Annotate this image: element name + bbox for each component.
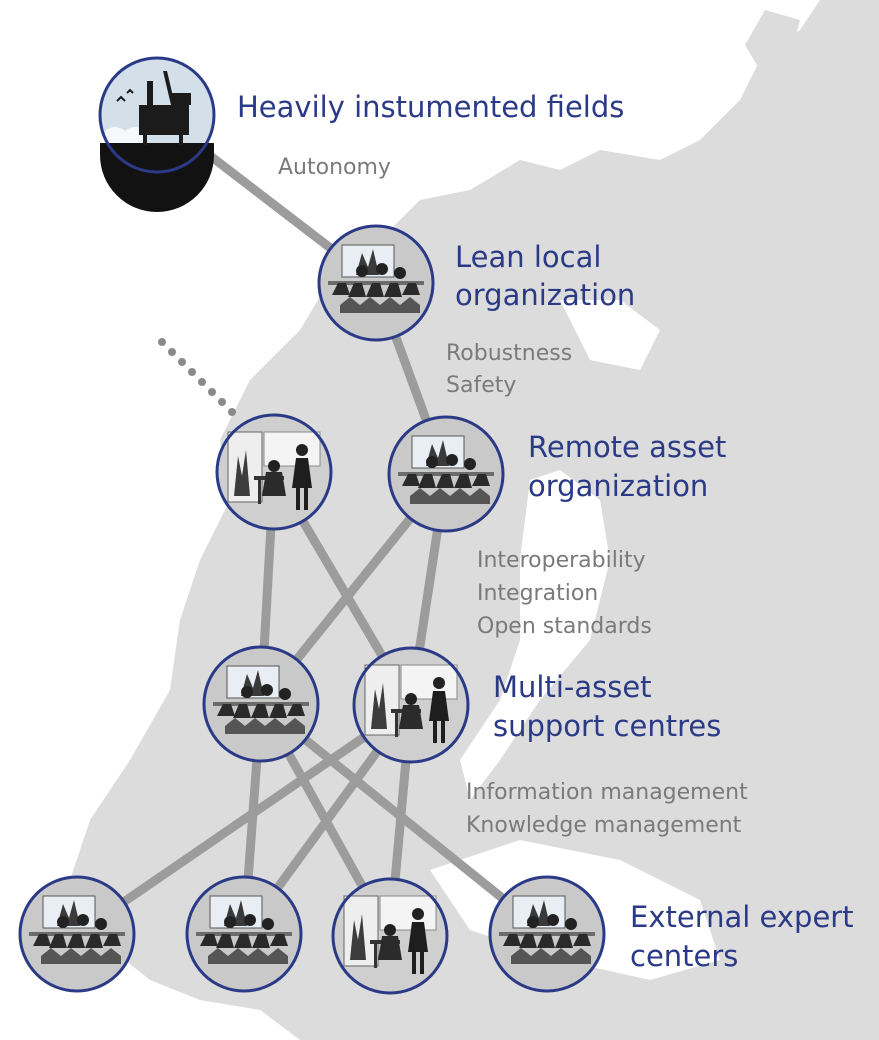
caption-open-standards: Open standards [477, 614, 652, 639]
caption-knowledge-management: Knowledge management [466, 813, 742, 838]
node-external-1 [18, 875, 136, 993]
gulf-bothnia-water [460, 470, 610, 800]
node-external-3 [331, 877, 449, 995]
tier-heading-remote-line2: organization [528, 469, 709, 503]
tier-heading-remote-line1: Remote asset [528, 430, 727, 464]
node-lean-local [317, 224, 435, 342]
caption-robustness: Robustness [446, 341, 573, 366]
node-remote-asset-left [215, 413, 333, 531]
caption-interoperability: Interoperability [477, 548, 646, 573]
tier-heading-multi-line1: Multi-asset [493, 670, 652, 704]
node-multi-asset-right [352, 646, 470, 764]
island-east [745, 10, 800, 70]
tier-heading-multi-line2: support centres [493, 709, 722, 743]
tier-heading-external-line2: centers [630, 939, 739, 973]
node-external-2 [185, 875, 303, 993]
tier-heading-lean-local-line1: Lean local [455, 240, 602, 274]
node-offshore-platform [98, 56, 216, 212]
caption-integration: Integration [477, 581, 599, 606]
island-southeast [740, 535, 810, 585]
dotted-connector [158, 338, 236, 416]
caption-autonomy: Autonomy [278, 155, 391, 180]
caption-information-management: Information management [466, 780, 748, 805]
tier-heading-lean-local-line2: organization [455, 278, 636, 312]
node-multi-asset-left [202, 645, 320, 763]
tier-heading-external-line1: External expert [630, 900, 854, 934]
connector-multi-right-ext-1 [72, 700, 416, 939]
node-remote-asset-right [387, 415, 505, 533]
tier-heading-fields: Heavily instumented fields [237, 90, 625, 124]
caption-safety: Safety [446, 373, 517, 398]
node-external-4 [488, 875, 606, 993]
white-sea-water [560, 300, 660, 370]
landmass-kola [600, 170, 770, 290]
